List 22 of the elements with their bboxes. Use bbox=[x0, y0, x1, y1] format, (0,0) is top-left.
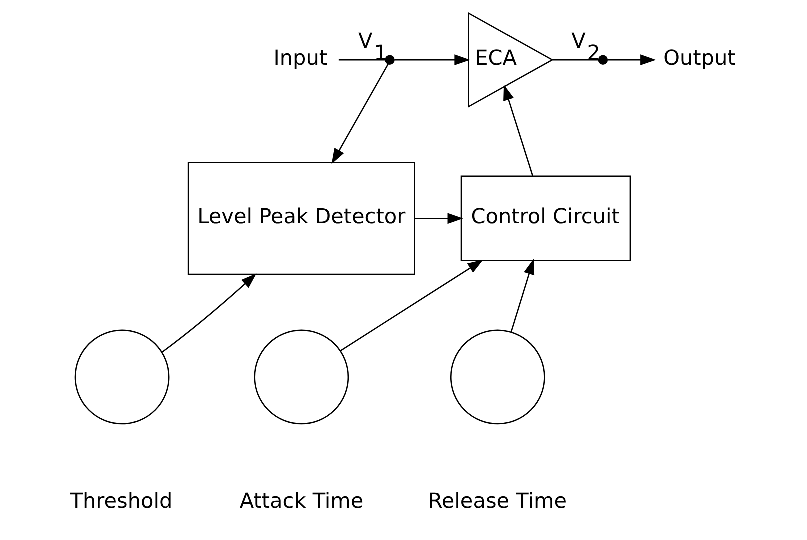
arrow bbox=[414, 213, 463, 224]
arrow bbox=[503, 84, 534, 176]
arrow bbox=[607, 54, 656, 66]
node-circle bbox=[450, 330, 545, 425]
node-circle bbox=[254, 330, 349, 425]
node-circle bbox=[74, 330, 170, 425]
node-label: Threshold bbox=[70, 489, 172, 514]
connector bbox=[552, 59, 598, 61]
arrow bbox=[340, 260, 483, 352]
arrow bbox=[510, 259, 534, 332]
node-dot bbox=[598, 55, 608, 65]
node-label: Attack Time bbox=[239, 489, 364, 514]
arrow bbox=[394, 54, 470, 66]
node-dot bbox=[384, 55, 394, 65]
node-box: Level Peak Detector bbox=[187, 162, 415, 276]
arrow bbox=[331, 64, 389, 164]
node-label: Release Time bbox=[428, 489, 567, 514]
node-text: Input bbox=[273, 46, 328, 70]
arrow bbox=[162, 274, 256, 353]
node-box: Control Circuit bbox=[460, 176, 631, 262]
node-text: Output bbox=[663, 46, 736, 70]
connector bbox=[338, 59, 386, 61]
